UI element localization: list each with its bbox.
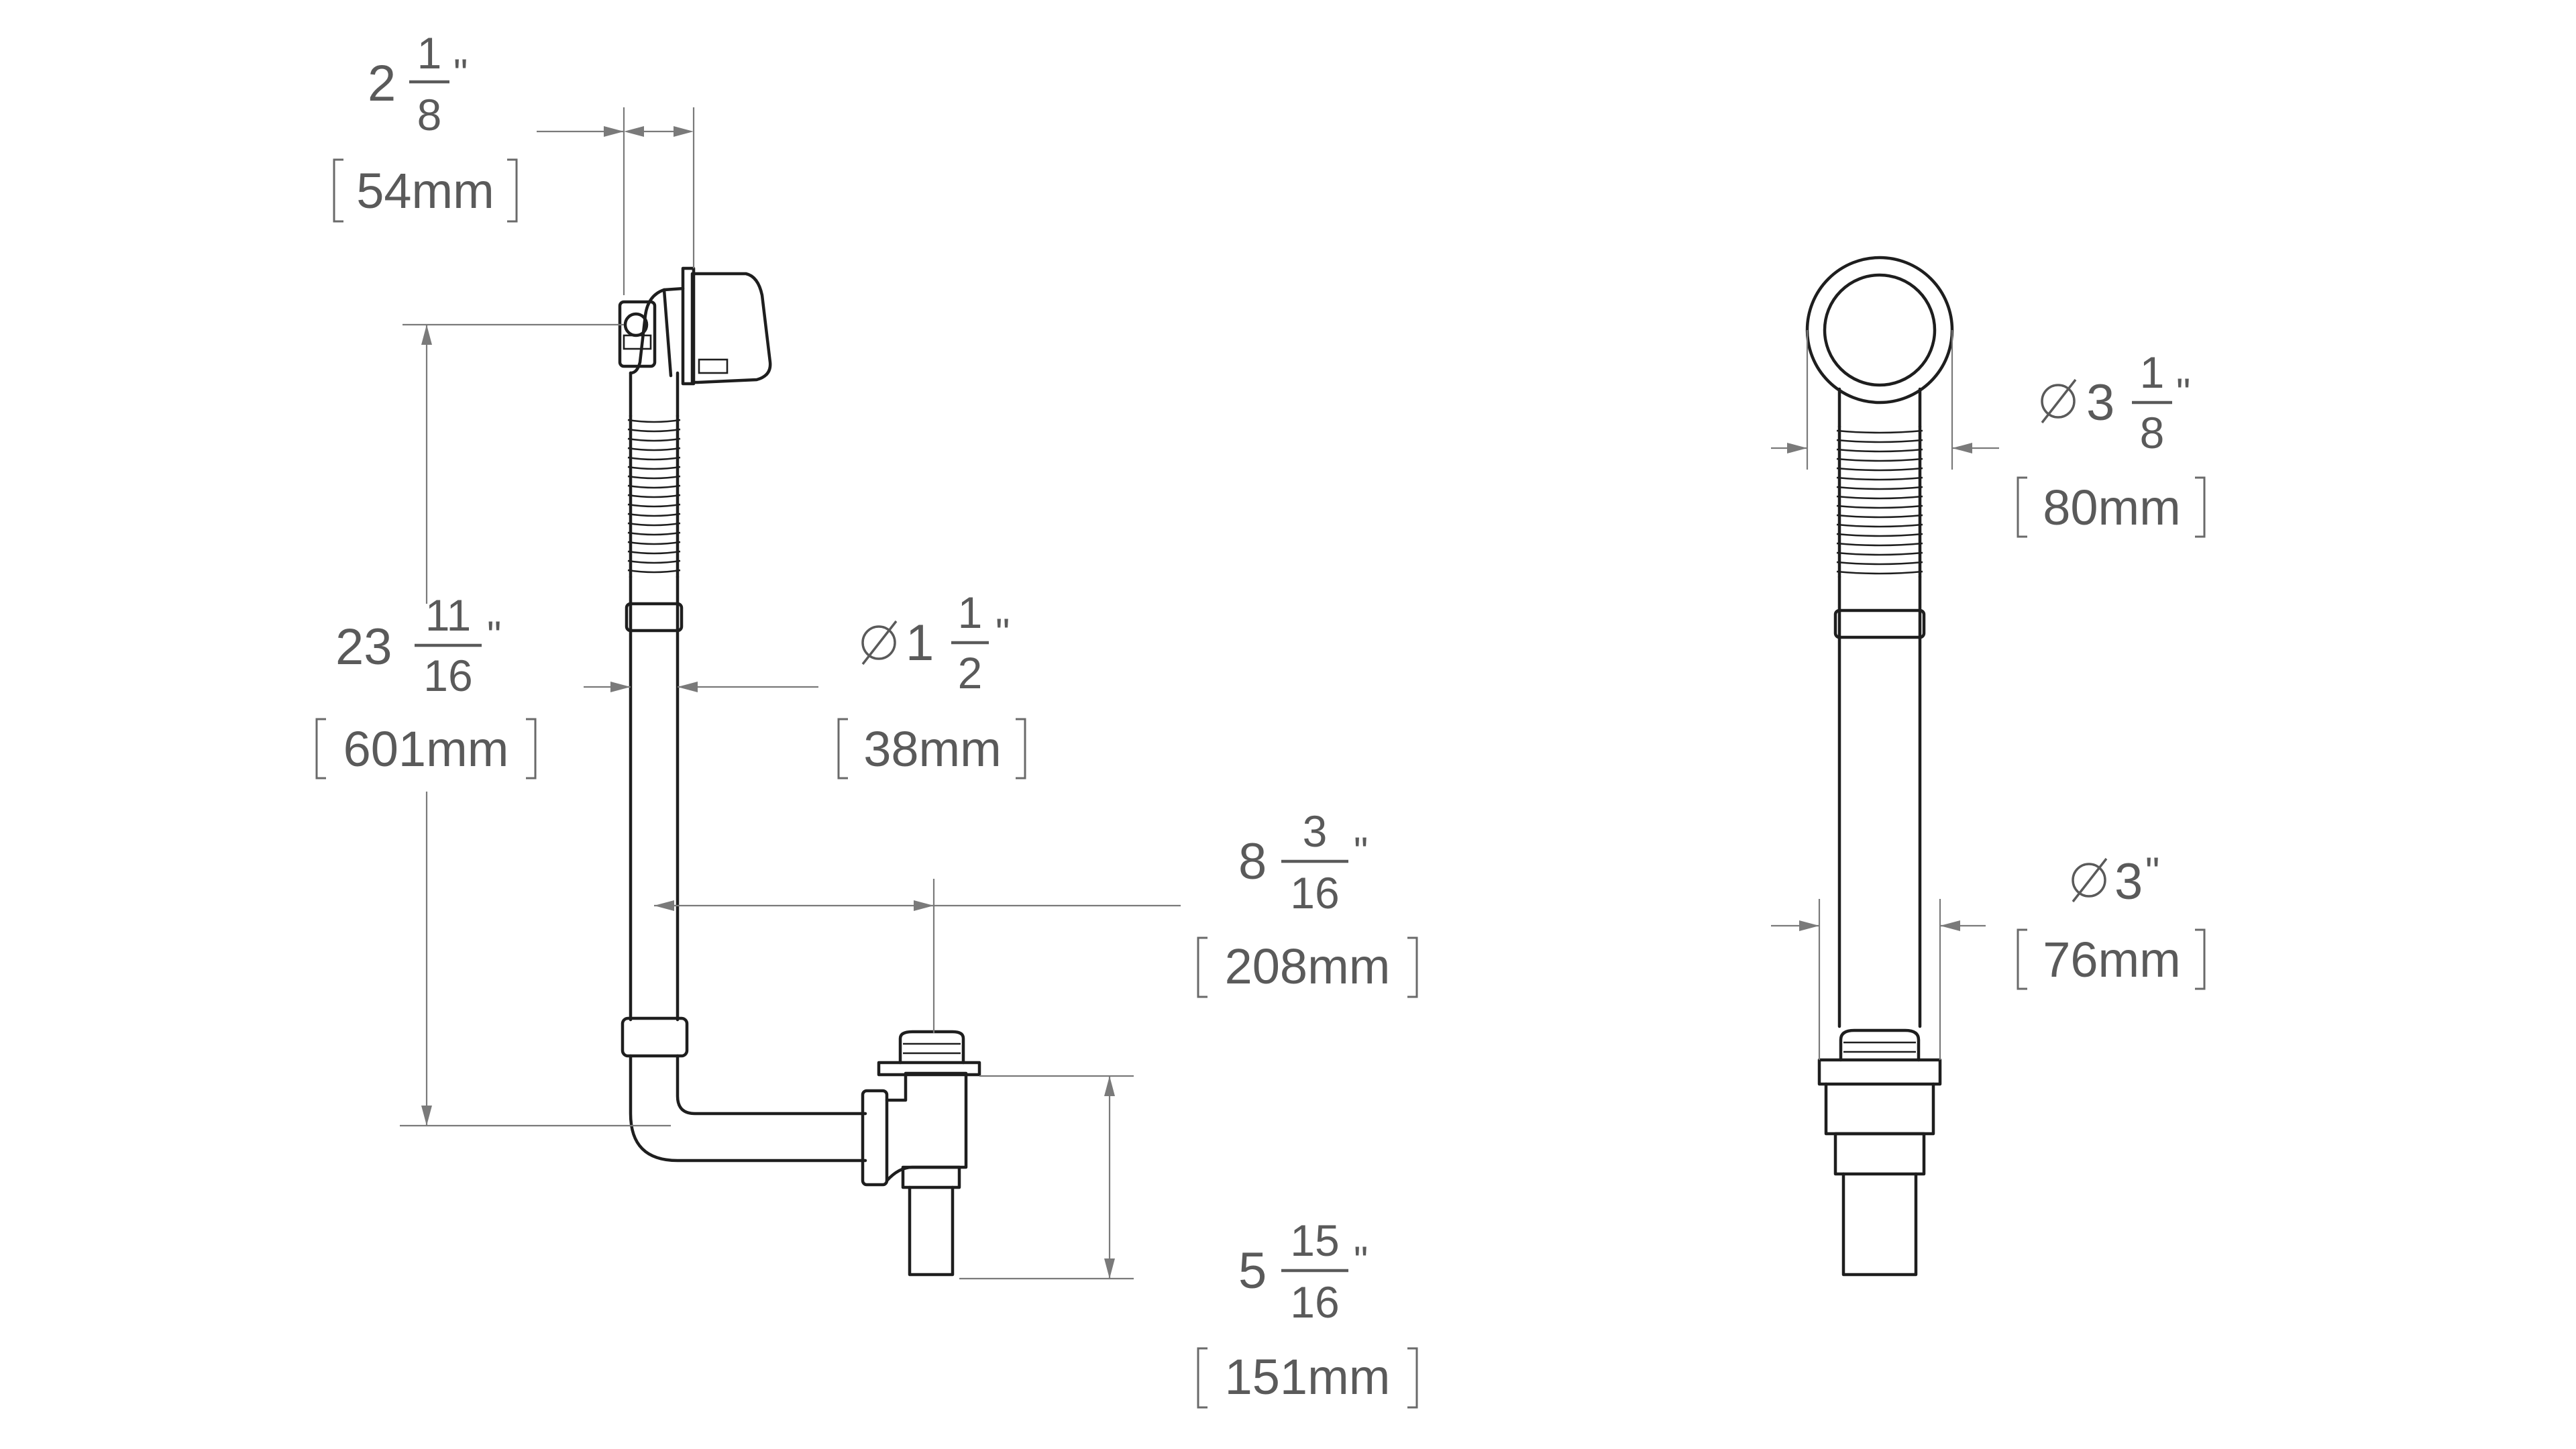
dim-numerator: 1 bbox=[958, 588, 983, 637]
dim-denominator: 16 bbox=[1290, 868, 1339, 918]
dim-denominator: 16 bbox=[1290, 1277, 1339, 1327]
dimension-lines bbox=[400, 107, 1999, 1280]
dim-numerator: 15 bbox=[1290, 1216, 1339, 1265]
overflow-cap bbox=[690, 272, 772, 384]
dim-unit: " bbox=[2176, 370, 2190, 415]
drain-tee bbox=[885, 1071, 968, 1183]
overflow-gasket bbox=[681, 266, 696, 386]
diameter-icon bbox=[861, 620, 898, 665]
dim-numerator: 1 bbox=[417, 28, 442, 78]
drain-flange bbox=[877, 1061, 981, 1077]
front-coupling bbox=[1833, 608, 1926, 639]
dim-unit: " bbox=[2145, 849, 2159, 894]
dim-whole: 1 bbox=[906, 614, 934, 672]
side-view bbox=[618, 266, 981, 1277]
dim-metric: 208mm bbox=[1225, 938, 1391, 994]
dim-overflow-width: 2 1 8 " 54mm bbox=[333, 28, 518, 223]
front-upper-pipe bbox=[1837, 387, 1922, 429]
dim-numerator: 11 bbox=[425, 590, 472, 640]
flex-section-side bbox=[627, 414, 681, 579]
drain-elbow bbox=[629, 1054, 867, 1163]
upper-pipe bbox=[629, 371, 680, 418]
dim-whole: 3 bbox=[2114, 853, 2143, 910]
front-tailpiece bbox=[1841, 1172, 1918, 1277]
overflow-elbow bbox=[629, 286, 685, 375]
front-stopper-rings bbox=[1843, 1041, 1916, 1053]
overflow-bolt-base bbox=[623, 334, 652, 350]
front-stopper bbox=[1839, 1028, 1921, 1062]
front-vertical-pipe bbox=[1837, 575, 1922, 1028]
front-drain-nut bbox=[1833, 1132, 1926, 1176]
front-flange bbox=[1817, 1058, 1942, 1086]
dim-drain-diameter: 3 " 76mm bbox=[2017, 849, 2206, 990]
dim-unit: " bbox=[1354, 1238, 1368, 1283]
dim-metric: 76mm bbox=[2043, 932, 2181, 987]
lower-coupling bbox=[621, 1016, 689, 1058]
dim-numerator: 3 bbox=[1303, 806, 1328, 856]
faceplate-outer bbox=[1805, 256, 1954, 405]
flex-section-front bbox=[1836, 425, 1923, 579]
faceplate-inner bbox=[1823, 273, 1937, 387]
dim-metric: 601mm bbox=[343, 721, 509, 777]
overflow-nut bbox=[618, 300, 657, 368]
drain-nut bbox=[861, 1089, 889, 1187]
stopper-rings bbox=[903, 1042, 961, 1055]
dim-denominator: 2 bbox=[958, 648, 983, 698]
dim-denominator: 8 bbox=[2140, 408, 2165, 458]
dim-whole: 3 bbox=[2086, 374, 2114, 431]
dim-metric: 151mm bbox=[1225, 1349, 1391, 1405]
dim-metric: 54mm bbox=[356, 163, 494, 219]
overflow-slot bbox=[698, 358, 729, 374]
dim-whole: 2 bbox=[368, 55, 396, 112]
vertical-pipe bbox=[629, 575, 680, 1022]
dim-unit: " bbox=[453, 51, 468, 96]
dim-whole: 8 bbox=[1238, 833, 1267, 890]
drain-stopper bbox=[898, 1030, 965, 1065]
tailpiece-nut bbox=[901, 1165, 961, 1189]
dim-height: 23 11 16 " 601mm bbox=[315, 590, 537, 780]
dim-unit: " bbox=[996, 610, 1010, 655]
diameter-icon bbox=[2041, 378, 2077, 424]
dim-drain-height: 5 15 16 " 151mm bbox=[1197, 1216, 1418, 1409]
dim-denominator: 16 bbox=[423, 651, 472, 700]
dim-pipe-diameter: 1 1 2 " 38mm bbox=[837, 588, 1026, 780]
dim-unit: " bbox=[1354, 829, 1368, 874]
dim-whole: 5 bbox=[1238, 1242, 1267, 1299]
front-view bbox=[1805, 256, 1954, 1277]
dim-metric: 80mm bbox=[2043, 480, 2181, 535]
dim-whole: 23 bbox=[335, 619, 392, 676]
diameter-icon bbox=[2072, 857, 2108, 903]
tailpiece bbox=[908, 1185, 955, 1277]
pipe-coupling bbox=[625, 602, 684, 633]
dim-denominator: 8 bbox=[417, 90, 442, 140]
overflow-seam bbox=[662, 288, 673, 378]
dim-unit: " bbox=[487, 613, 501, 658]
dim-numerator: 1 bbox=[2140, 347, 2165, 397]
dim-faceplate-diameter: 3 1 8 " 80mm bbox=[2017, 347, 2206, 538]
dim-offset: 8 3 16 " 208mm bbox=[1197, 806, 1418, 998]
front-drain-body bbox=[1824, 1082, 1935, 1136]
dim-metric: 38mm bbox=[863, 721, 1002, 777]
